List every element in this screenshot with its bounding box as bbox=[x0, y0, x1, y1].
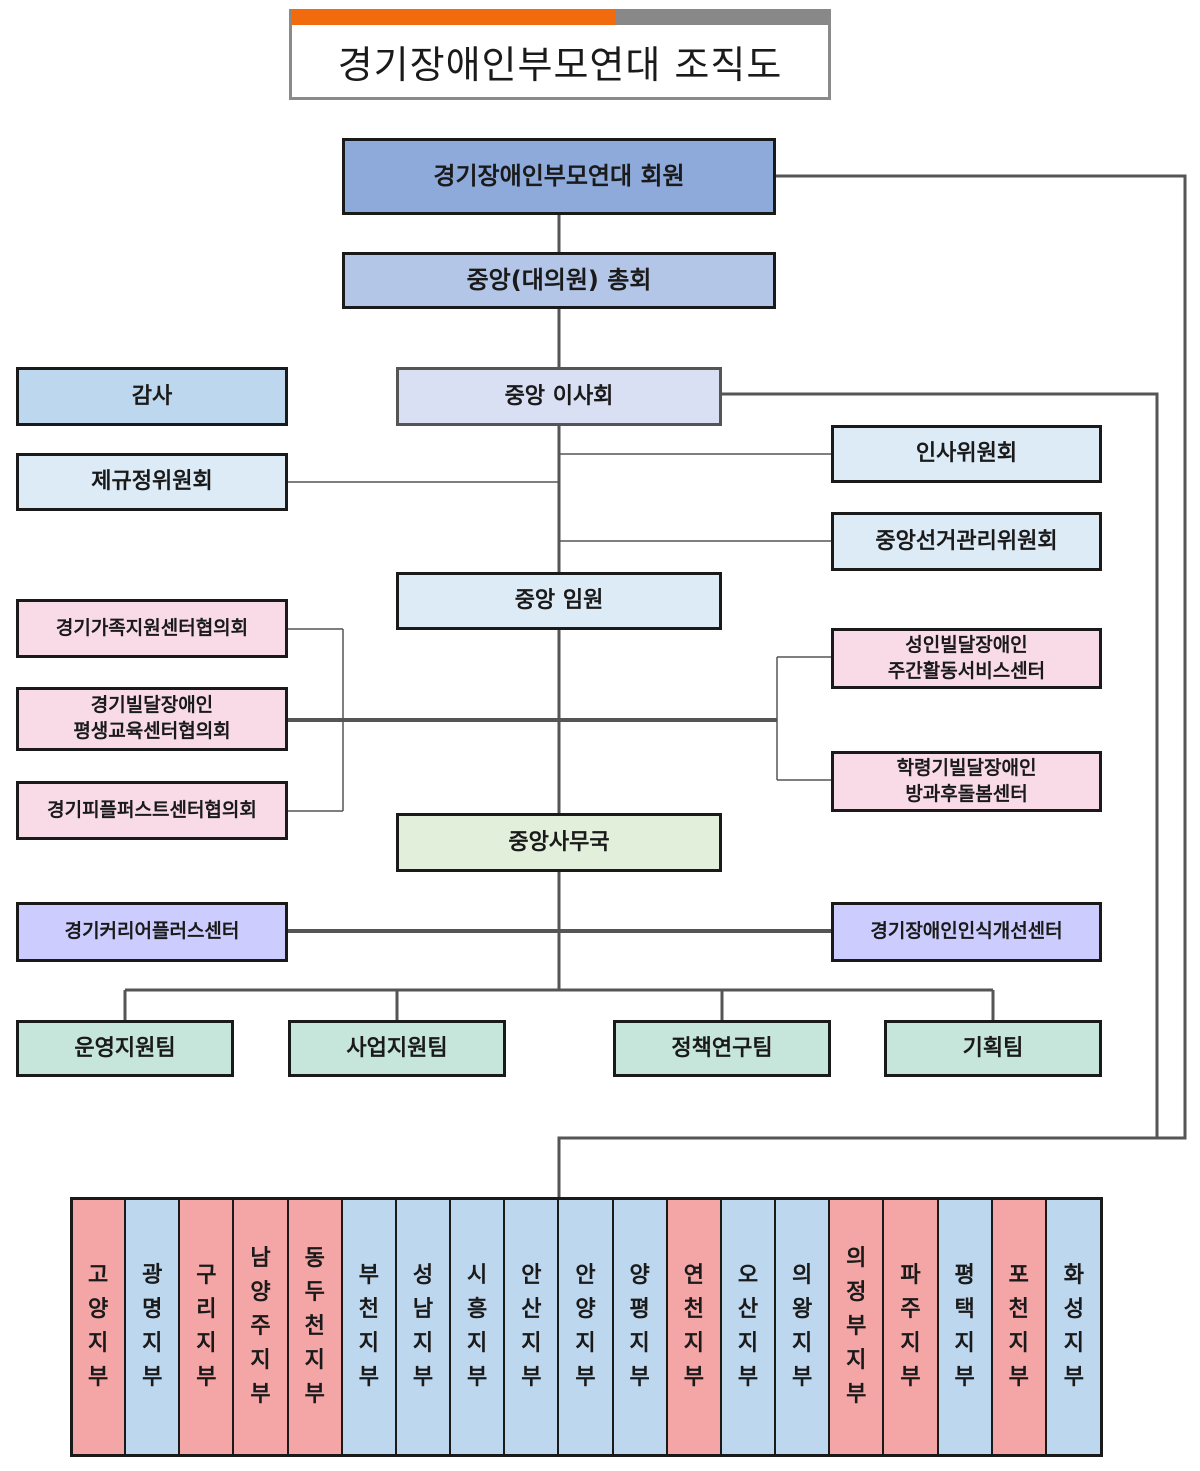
team-operations: 운영지원팀 bbox=[16, 1020, 234, 1077]
board-box: 중앙 이사회 bbox=[396, 367, 722, 426]
title-panel: 경기장애인부모연대 조직도 bbox=[289, 9, 831, 100]
branch-label: 포천지부 bbox=[1008, 1262, 1029, 1391]
audit-box: 감사 bbox=[16, 367, 288, 426]
branch-item: 포천지부 bbox=[992, 1199, 1047, 1455]
branch-item: 연천지부 bbox=[667, 1199, 722, 1455]
branch-item: 부천지부 bbox=[342, 1199, 397, 1455]
branch-item: 파주지부 bbox=[884, 1199, 939, 1455]
family-center-box: 경기가족지원센터협의회 bbox=[16, 599, 288, 658]
team-planning: 기획팀 bbox=[884, 1020, 1102, 1077]
branch-item: 양평지부 bbox=[613, 1199, 668, 1455]
branch-item: 의왕지부 bbox=[776, 1199, 831, 1455]
people-first-box: 경기피플퍼스트센터협의회 bbox=[16, 781, 288, 840]
branch-label: 남양주지부 bbox=[250, 1245, 271, 1408]
branch-item: 안양지부 bbox=[559, 1199, 614, 1455]
branch-item: 고양지부 bbox=[72, 1199, 127, 1455]
officers-box: 중앙 임원 bbox=[396, 572, 722, 630]
career-center-box: 경기커리어플러스센터 bbox=[16, 902, 288, 962]
awareness-center-box: 경기장애인인식개선센터 bbox=[831, 902, 1102, 962]
branch-label: 안양지부 bbox=[575, 1262, 596, 1391]
branch-item: 성남지부 bbox=[396, 1199, 452, 1455]
branch-item: 평택지부 bbox=[938, 1199, 993, 1455]
branch-label: 화성지부 bbox=[1063, 1262, 1085, 1391]
personnel-committee-box: 인사위원회 bbox=[831, 425, 1102, 483]
branch-label: 성남지부 bbox=[412, 1262, 434, 1391]
members-box: 경기장애인부모연대 회원 bbox=[342, 138, 776, 215]
branch-item: 구리지부 bbox=[180, 1199, 235, 1455]
branch-label: 연천지부 bbox=[683, 1262, 704, 1391]
branch-label: 파주지부 bbox=[900, 1262, 921, 1391]
title-accent-orange bbox=[292, 9, 616, 25]
branch-item: 화성지부 bbox=[1046, 1199, 1101, 1455]
branch-label: 의정부지부 bbox=[846, 1245, 867, 1408]
branch-label: 동두천지부 bbox=[304, 1245, 325, 1408]
secretariat-box: 중앙사무국 bbox=[396, 813, 722, 872]
adult-day-center-box: 성인빌달장애인 주간활동서비스센터 bbox=[831, 628, 1102, 689]
branch-item: 남양주지부 bbox=[234, 1199, 289, 1455]
election-committee-box: 중앙선거관리위원회 bbox=[831, 512, 1102, 571]
branch-label: 오산지부 bbox=[737, 1262, 759, 1391]
branch-item: 시흥지부 bbox=[451, 1199, 506, 1455]
branch-label: 부천지부 bbox=[358, 1262, 379, 1391]
branch-item: 의정부지부 bbox=[830, 1199, 885, 1455]
lifelong-center-box: 경기빌달장애인 평생교육센터협의회 bbox=[16, 687, 288, 751]
branch-label: 시흥지부 bbox=[467, 1262, 488, 1391]
branch-label: 안산지부 bbox=[521, 1262, 542, 1391]
title-accent-gray bbox=[616, 9, 828, 25]
branch-item: 동두천지부 bbox=[288, 1199, 343, 1455]
branch-label: 평택지부 bbox=[954, 1262, 975, 1391]
branch-label: 광명지부 bbox=[142, 1262, 163, 1391]
branch-item: 안산지부 bbox=[505, 1199, 560, 1455]
branch-label: 양평지부 bbox=[629, 1262, 650, 1391]
branch-item: 오산지부 bbox=[721, 1199, 777, 1455]
page-title: 경기장애인부모연대 조직도 bbox=[337, 42, 783, 87]
regulation-committee-box: 제규정위원회 bbox=[16, 453, 288, 511]
team-programs: 사업지원팀 bbox=[288, 1020, 506, 1077]
branch-item: 광명지부 bbox=[126, 1199, 181, 1455]
branch-label: 고양지부 bbox=[87, 1262, 109, 1391]
branch-label: 구리지부 bbox=[196, 1262, 217, 1391]
assembly-box: 중앙(대의원) 총회 bbox=[342, 252, 776, 309]
after-school-center-box: 학령기빌달장애인 방과후돌봄센터 bbox=[831, 751, 1102, 812]
team-policy-research: 정책연구팀 bbox=[613, 1020, 831, 1077]
branch-label: 의왕지부 bbox=[792, 1262, 813, 1391]
